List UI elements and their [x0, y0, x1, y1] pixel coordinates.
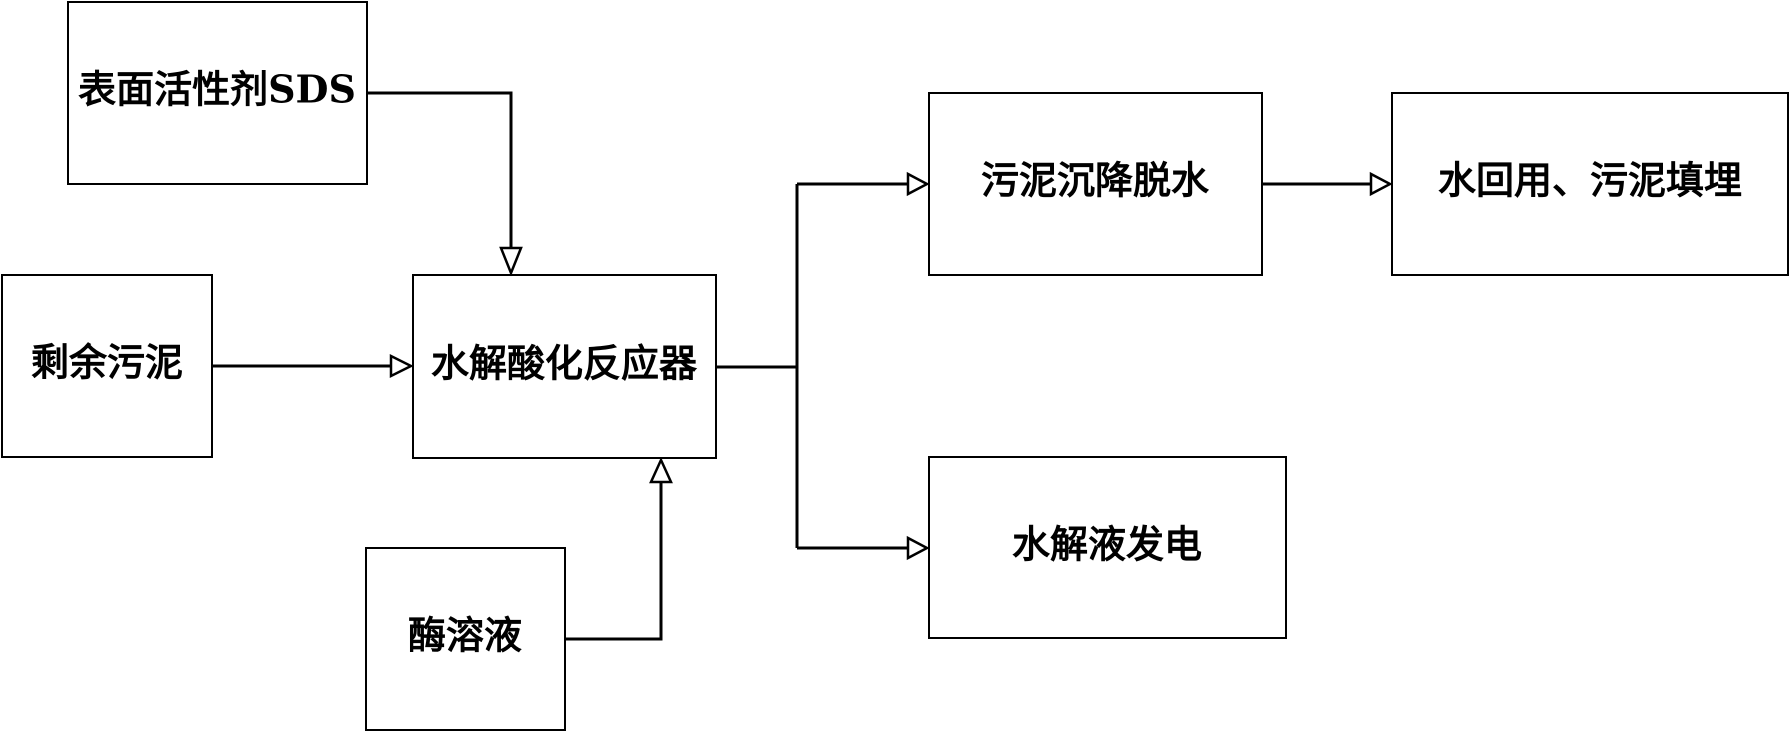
arrow-enzyme-to-reactor	[565, 482, 663, 641]
sludge-dewatering-label: 污泥沉降脱水	[981, 158, 1210, 203]
sds-label: 表面活性剂SDS	[78, 67, 356, 112]
arrowhead-to-power	[906, 535, 930, 561]
arrow-sds-to-reactor	[367, 91, 513, 248]
arrowhead-sludge-to-reactor	[389, 353, 414, 379]
hydrolysate-power-box	[928, 456, 1287, 639]
enzyme-solution-box	[365, 547, 566, 731]
arrowhead-dewatering-to-reuse	[1369, 171, 1393, 197]
water-reuse-landfill-box	[1391, 92, 1789, 276]
enzyme-solution-label: 酶溶液	[408, 613, 522, 658]
sds-box	[67, 1, 368, 185]
sludge-dewatering-box	[928, 92, 1263, 276]
hydrolysis-reactor-label: 水解酸化反应器	[431, 341, 698, 386]
excess-sludge-box	[1, 274, 213, 458]
hydrolysate-power-label: 水解液发电	[1012, 522, 1202, 567]
excess-sludge-label: 剩余污泥	[31, 340, 183, 385]
arrowhead-sds-to-reactor	[499, 246, 523, 277]
hydrolysis-reactor-box	[412, 274, 717, 459]
arrowhead-to-dewatering	[906, 171, 930, 197]
arrowhead-enzyme-to-reactor	[649, 456, 673, 484]
water-reuse-landfill-label: 水回用、污泥填埋	[1438, 158, 1742, 203]
